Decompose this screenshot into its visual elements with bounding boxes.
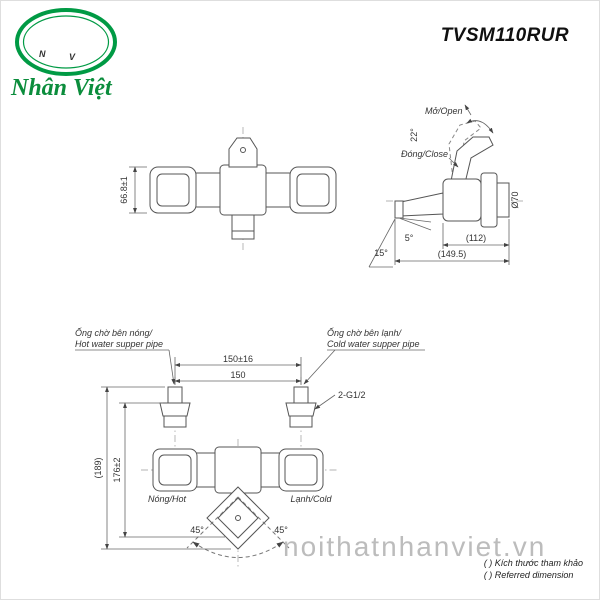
product-code: TVSM110RUR [440,25,569,46]
footnote-vi: ( ) Kích thước tham khảo [483,558,583,568]
logo-letter-n: N [39,49,46,59]
side-depth-total: (149.5) [438,249,467,259]
logo-ellipse [15,8,117,76]
side-depth-body: (112) [466,233,486,243]
swing-left-angle: 45° [190,525,204,535]
installation-view [75,349,425,567]
logo-inner-ring [22,15,110,69]
cold-pipe-label-vi: Ống chờ bên lạnh/ [327,327,402,338]
hot-label: Nóng/Hot [148,494,187,504]
side-tilt-angle: 15° [374,248,388,258]
brand-logo-svg: N V [15,8,117,76]
footnote-en: ( ) Referred dimension [483,570,574,580]
cold-pipe-label-en: Cold water supper pipe [327,339,420,349]
pitch-tolerance-dim: 150±16 [223,354,253,364]
side-close-label: Đóng/Close [401,149,448,159]
pitch-dim: 150 [230,370,245,380]
watermark: noithatnhanviet.vn [283,531,547,562]
side-handle-angle: 22° [409,128,419,142]
front-view [129,127,337,251]
height-total-dim: (189) [93,457,103,478]
logo-letter-v: V [69,52,76,62]
cold-label: Lạnh/Cold [290,494,332,504]
side-view [368,104,523,268]
front-height-dim: 66.8±1 [119,176,129,203]
side-open-label: Mở/Open [425,106,462,116]
hot-pipe-label-en: Hot water supper pipe [75,339,163,349]
height-body-dim: 176±2 [112,458,122,483]
brand-name: Nhân Việt [11,75,112,101]
side-spout-angle: 5° [405,233,414,243]
swing-right-angle: 45° [274,525,288,535]
side-diameter: Ø70 [510,191,520,208]
hot-pipe-label-vi: Ống chờ bên nóng/ [75,327,153,338]
brand-logo: N V [13,7,125,77]
thread-spec: 2-G1/2 [338,390,366,400]
footnote: ( ) Kích thước tham khảo ( ) Referred di… [484,557,583,581]
